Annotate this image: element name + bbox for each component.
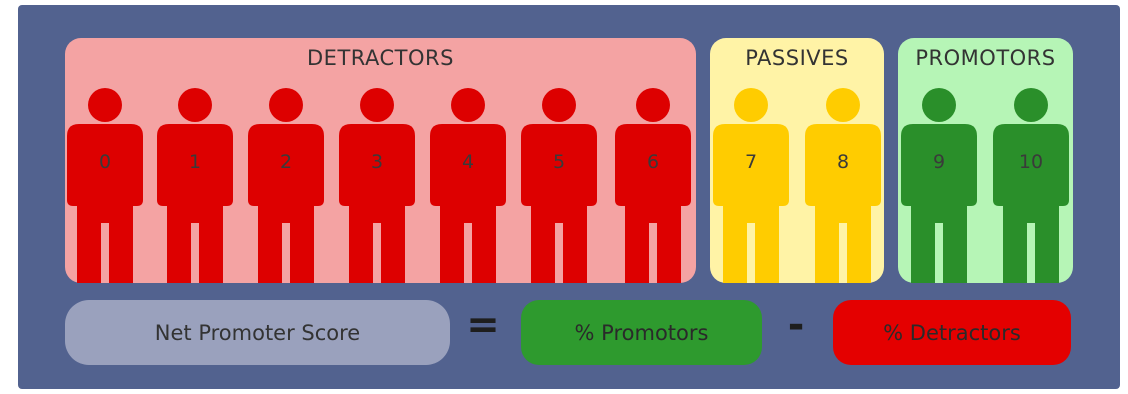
- percent-promotors-pill: % Promotors: [521, 300, 762, 365]
- person-icon-score-7: 7: [711, 88, 791, 283]
- score-number: 3: [370, 151, 384, 173]
- person-icon-score-5: 5: [519, 88, 599, 283]
- percent-detractors-pill: % Detractors: [833, 300, 1071, 365]
- person-icon-score-8: 8: [803, 88, 883, 283]
- percent-detractors-label: % Detractors: [883, 320, 1021, 345]
- score-number: 5: [552, 151, 566, 173]
- percent-promotors-label: % Promotors: [574, 320, 709, 345]
- person-icon-score-1: 1: [155, 88, 235, 283]
- person-icon-score-4: 4: [428, 88, 508, 283]
- score-number: 8: [836, 151, 850, 173]
- person-icon-score-0: 0: [65, 88, 145, 283]
- person-icon-score-6: 6: [613, 88, 693, 283]
- person-icon-score-10: 10: [991, 88, 1071, 283]
- score-number: 6: [646, 151, 660, 173]
- passives-title: PASSIVES: [745, 46, 849, 70]
- person-icon-score-2: 2: [246, 88, 326, 283]
- score-number: 9: [932, 151, 946, 173]
- score-number: 4: [461, 151, 475, 173]
- person-icon-score-9: 9: [899, 88, 979, 283]
- minus-sign: -: [787, 302, 805, 348]
- person-icon-score-3: 3: [337, 88, 417, 283]
- score-number: 10: [1018, 151, 1044, 173]
- score-number: 2: [279, 151, 293, 173]
- score-number: 7: [744, 151, 758, 173]
- equals-sign: =: [466, 302, 500, 348]
- score-number: 1: [188, 151, 202, 173]
- net-promoter-score-label: Net Promoter Score: [154, 320, 361, 345]
- promotors-title: PROMOTORS: [915, 46, 1056, 70]
- score-number: 0: [98, 151, 112, 173]
- net-promoter-score-pill: Net Promoter Score: [65, 300, 450, 365]
- detractors-title: DETRACTORS: [307, 46, 454, 70]
